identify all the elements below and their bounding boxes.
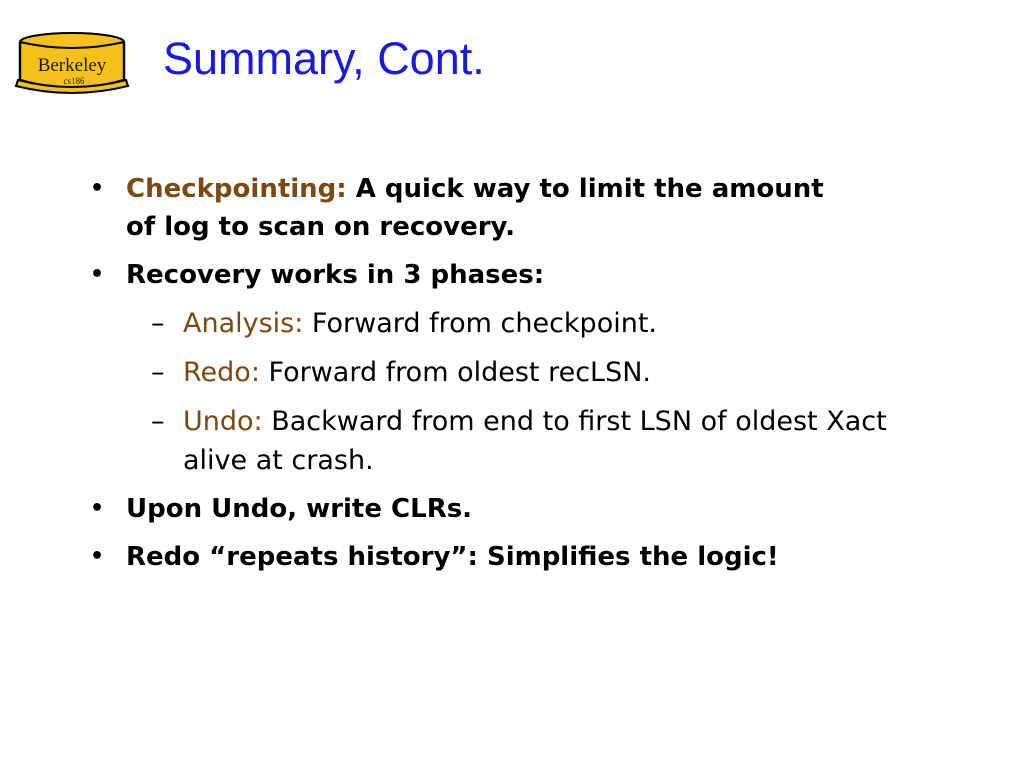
bullet-redo-history: • Redo “repeats history”: Simplifies the… [90, 538, 970, 576]
phase-text: Forward from checkpoint. [303, 308, 657, 339]
bullet-marker: • [90, 262, 105, 287]
phase-term: Undo: [183, 406, 263, 437]
phase-text: Backward from end to first LSN of oldest… [183, 406, 887, 476]
bullet-marker: • [90, 496, 105, 521]
bullet-marker: • [90, 544, 105, 569]
phase-redo: – Redo: Forward from oldest recLSN. [138, 353, 970, 392]
phase-list: – Analysis: Forward from checkpoint. – R… [126, 304, 970, 480]
bullet-checkpointing: • Checkpointing: A quick way to limit th… [90, 170, 970, 246]
page-title: Summary, Cont. [163, 33, 485, 84]
phase-text: Forward from oldest recLSN. [259, 357, 652, 388]
bullet-term: Checkpointing: [126, 174, 347, 204]
dash-marker: – [151, 308, 165, 339]
phase-term: Redo: [183, 357, 260, 388]
bullet-text: Recovery works in 3 phases: [126, 260, 545, 290]
logo-text: Berkeley [38, 55, 107, 76]
bullet-text: Redo “repeats history”: Simplifies the l… [126, 542, 779, 572]
bullet-marker: • [90, 176, 105, 201]
phase-analysis: – Analysis: Forward from checkpoint. [138, 304, 970, 343]
logo-subtext: cs186 [64, 76, 85, 86]
phase-term: Analysis: [183, 308, 304, 339]
bullet-undo-clrs: • Upon Undo, write CLRs. [90, 490, 970, 528]
dash-marker: – [151, 357, 165, 388]
bullet-text: Checkpointing: A quick way to limit the … [126, 170, 826, 246]
bullet-list: • Checkpointing: A quick way to limit th… [90, 170, 970, 586]
phase-undo: – Undo: Backward from end to first LSN o… [138, 402, 970, 480]
bullet-body: A quick way to limit the amount of log t… [126, 174, 824, 242]
berkeley-cs186-logo: Berkeley cs186 [14, 30, 132, 96]
bullet-recovery-phases: • Recovery works in 3 phases: – Analysis… [90, 256, 970, 480]
dash-marker: – [151, 406, 165, 437]
bullet-text: Upon Undo, write CLRs. [126, 494, 473, 524]
